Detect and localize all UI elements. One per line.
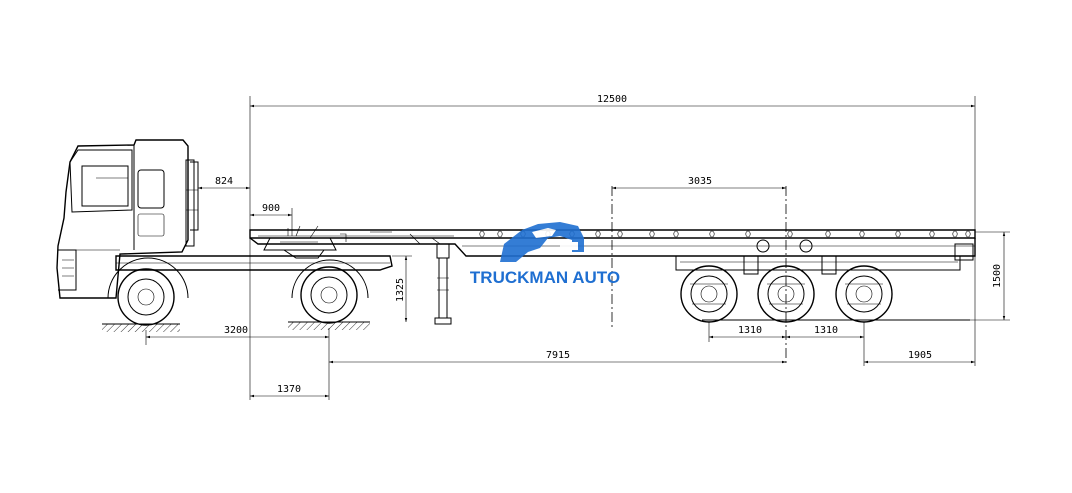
dim-axle-group-span: 3035 bbox=[688, 176, 712, 187]
deck-bolt bbox=[617, 230, 623, 238]
deck-bolt bbox=[825, 230, 831, 238]
tractor-chassis bbox=[115, 225, 393, 271]
trailer-wheel-3 bbox=[835, 265, 893, 323]
dim-kingpin-to-axle: 7915 bbox=[546, 350, 570, 361]
deck-bolt bbox=[929, 230, 935, 238]
dim-rear-overhang: 1905 bbox=[908, 350, 932, 361]
deck-bolt bbox=[952, 230, 958, 238]
dim-front-overhang: 1370 bbox=[277, 384, 301, 395]
deck-bolt bbox=[479, 230, 485, 238]
truckman-logo bbox=[500, 222, 584, 262]
center-lines bbox=[611, 186, 787, 366]
landing-gear bbox=[434, 243, 452, 325]
dim-overall-height: 1500 bbox=[992, 264, 1003, 288]
ground-hatch bbox=[102, 319, 970, 332]
tractor-cab bbox=[56, 139, 199, 299]
dim-fifth-wheel: 900 bbox=[262, 203, 280, 214]
tractor-front-wheel bbox=[107, 257, 189, 326]
trailer-deck bbox=[249, 229, 976, 257]
deck-bolt bbox=[709, 230, 715, 238]
watermark-text: TRUCKMAN AUTO bbox=[470, 268, 620, 287]
dim-axle-spacing-2: 1310 bbox=[814, 325, 838, 336]
dim-axle-spacing-1: 1310 bbox=[738, 325, 762, 336]
deck-bolt bbox=[649, 230, 655, 238]
trailer-wheel-1 bbox=[680, 265, 738, 323]
dim-kingpin-offset: 824 bbox=[215, 176, 233, 187]
deck-bolt bbox=[787, 230, 793, 238]
dim-tractor-wheelbase: 3200 bbox=[224, 325, 248, 336]
deck-bolt bbox=[745, 230, 751, 238]
deck-bolt bbox=[595, 230, 601, 238]
deck-bolt bbox=[673, 230, 679, 238]
trailer-suspension bbox=[675, 239, 974, 275]
deck-bolt bbox=[497, 230, 503, 238]
deck-bolt bbox=[965, 230, 971, 238]
deck-bolt bbox=[895, 230, 901, 238]
deck-bolt bbox=[859, 230, 865, 238]
dim-overall-length: 12500 bbox=[597, 94, 627, 105]
dimension-lines bbox=[145, 96, 1010, 400]
dim-deck-height: 1325 bbox=[395, 278, 406, 302]
